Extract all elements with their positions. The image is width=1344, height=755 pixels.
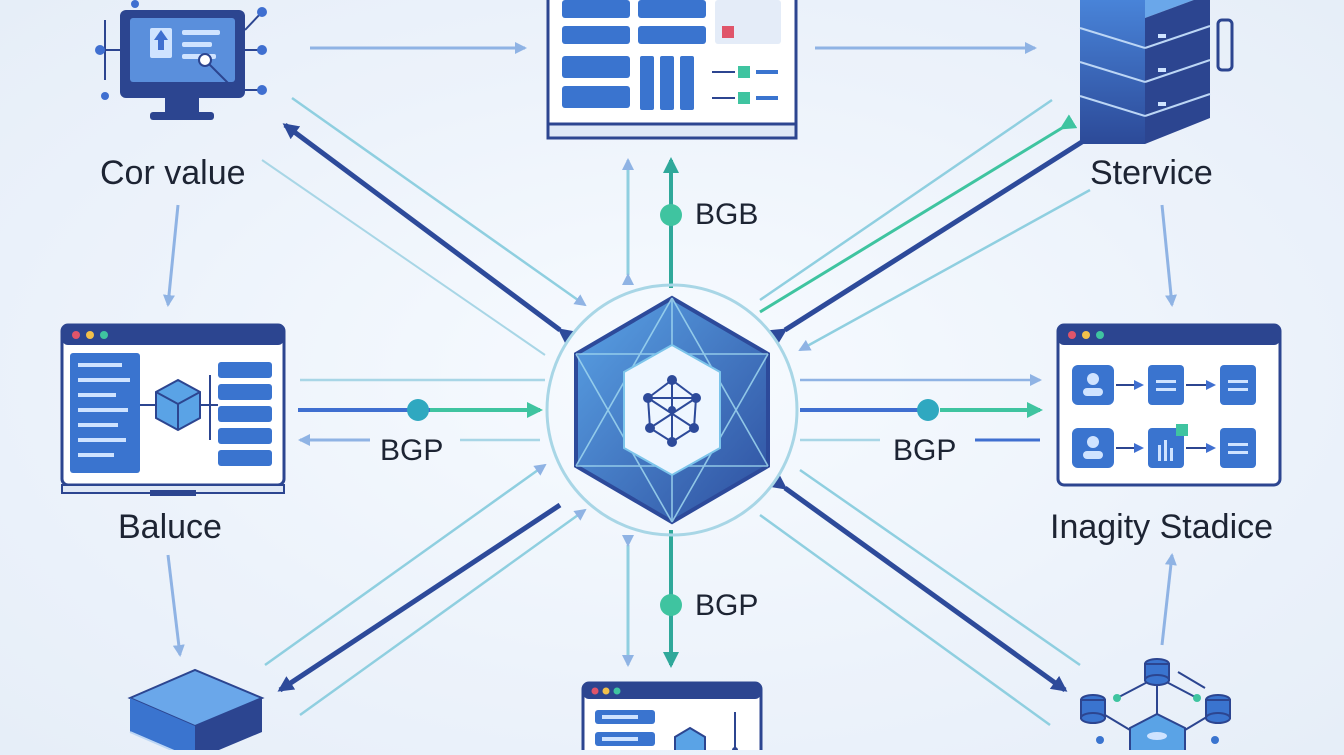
- edge-label-right: BGP: [893, 434, 957, 467]
- edge-topright-hub-green: [759, 114, 1078, 314]
- node-label-baluce: Baluce: [118, 508, 222, 546]
- edge-hub-bottomleft-navy: [277, 502, 562, 693]
- hexagon-network-hub-icon: [545, 283, 799, 537]
- edge-bottomright-inagity: [1160, 553, 1177, 646]
- edge-hub-bottomright-light: [759, 513, 1051, 727]
- edge-stervice-inagity: [1160, 204, 1177, 307]
- edge-hub-bottomright-light2: [799, 468, 1081, 667]
- edge-top-dot: [660, 204, 682, 226]
- connectors: [163, 42, 1177, 727]
- edge-hub-topright-navy: [769, 137, 1087, 344]
- node-label-stervice: Stervice: [1090, 154, 1213, 192]
- workflow-panel-icon: [1056, 323, 1282, 487]
- edge-bottom-dot: [660, 594, 682, 616]
- database-network-icon: [1080, 658, 1231, 755]
- server-box-icon: [127, 668, 265, 755]
- edge-right-dot: [917, 399, 939, 421]
- node-label-inagity-stadice: Inagity Stadice: [1050, 508, 1274, 546]
- edge-label-bottom: BGP: [695, 589, 759, 622]
- edge-bottomleft-hub-light2: [299, 508, 587, 717]
- edge-topright-hub-light: [759, 98, 1053, 302]
- edge-left-dot: [407, 399, 429, 421]
- edge-corevalue-baluce: [163, 204, 180, 307]
- edge-topleft-hub-light: [291, 96, 587, 307]
- dashboard-panel-icon: [546, 0, 798, 140]
- edge-label-left: BGP: [380, 434, 444, 467]
- edge-topright-hub-light2: [798, 188, 1091, 352]
- edge-topleft-hub-light2: [261, 159, 546, 356]
- node-label-core-value: Cor value: [100, 154, 246, 192]
- edge-hub-topleft: [282, 122, 576, 345]
- edge-bottomleft-hub-light: [264, 463, 547, 667]
- browser-form-icon: [581, 681, 763, 755]
- browser-cube-icon: [60, 323, 286, 496]
- monitor-network-icon: [95, 0, 267, 120]
- edge-hub-bottomright-navy: [769, 473, 1068, 693]
- edge-label-top: BGB: [695, 198, 759, 231]
- edge-baluce-bottomleft: [166, 554, 185, 657]
- server-stack-icon: [1079, 0, 1234, 144]
